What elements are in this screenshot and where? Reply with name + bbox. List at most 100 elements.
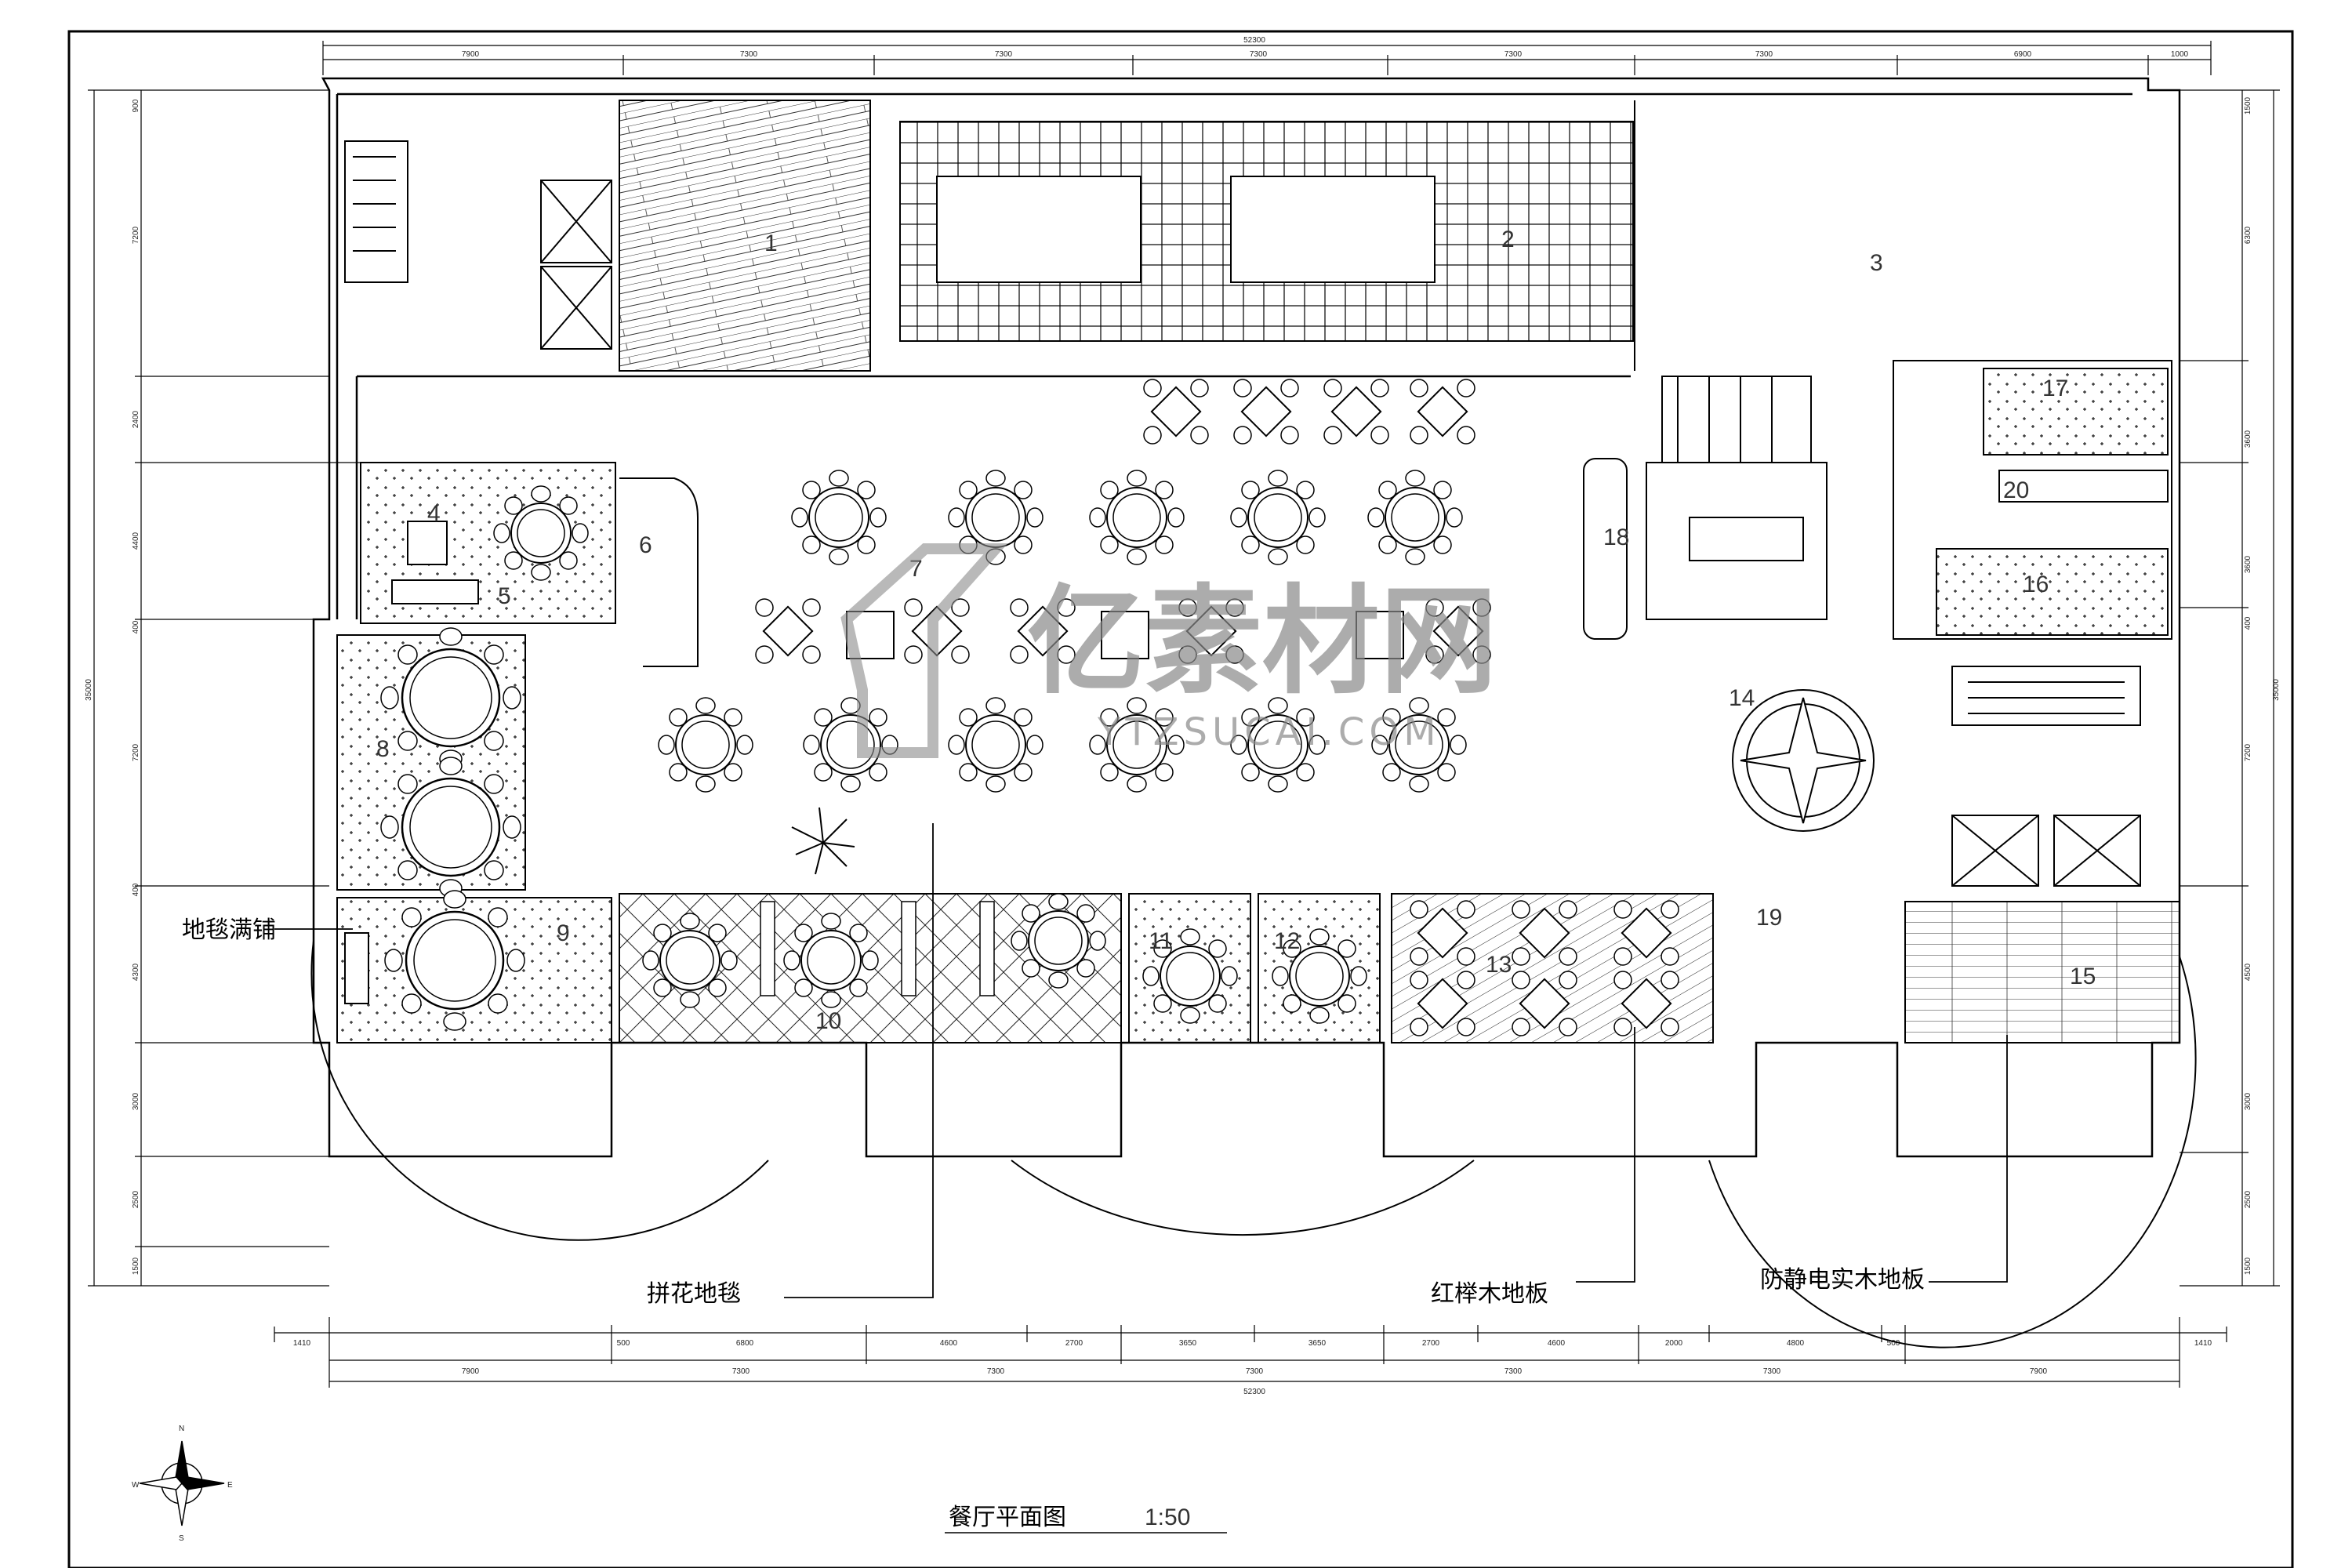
- room-number-8: 8: [376, 736, 390, 762]
- svg-text:4600: 4600: [940, 1339, 958, 1348]
- room-number-9: 9: [557, 920, 570, 946]
- svg-text:7900: 7900: [462, 50, 480, 59]
- svg-text:6900: 6900: [2014, 50, 2032, 59]
- central-stair: [1583, 376, 1828, 640]
- svg-text:2700: 2700: [1065, 1339, 1083, 1348]
- watermark-logo-icon: [840, 543, 1008, 758]
- bottom-dimension-text: 1410 500 6800 4600 2700 3650 3650 2700 4…: [293, 1339, 2212, 1396]
- svg-text:400: 400: [132, 620, 140, 633]
- svg-text:6800: 6800: [736, 1339, 754, 1348]
- svg-text:7300: 7300: [1763, 1367, 1781, 1376]
- svg-text:7300: 7300: [1246, 1367, 1264, 1376]
- svg-text:2000: 2000: [1665, 1339, 1683, 1348]
- compass-s: S: [179, 1534, 184, 1543]
- svg-text:2700: 2700: [1422, 1339, 1440, 1348]
- svg-text:7300: 7300: [740, 50, 758, 59]
- room-number-4: 4: [427, 501, 441, 527]
- svg-text:7300: 7300: [1504, 1367, 1523, 1376]
- watermark-main: 亿素材网: [1027, 574, 1497, 710]
- dim-total-top: 52300: [1243, 36, 1265, 45]
- svg-text:500: 500: [617, 1339, 630, 1348]
- svg-text:2400: 2400: [132, 410, 140, 428]
- room-number-17: 17: [2042, 376, 2068, 401]
- svg-text:52300: 52300: [1243, 1388, 1265, 1396]
- svg-text:1500: 1500: [2244, 96, 2252, 114]
- svg-text:7900: 7900: [462, 1367, 480, 1376]
- svg-text:3650: 3650: [1308, 1339, 1327, 1348]
- label-carpet-full: 地毯满铺: [182, 916, 276, 944]
- svg-text:7300: 7300: [732, 1367, 750, 1376]
- left-dimension-text: 900 7200 2400 4400 400 7200 400 4300 300…: [85, 99, 140, 1275]
- svg-text:6300: 6300: [2244, 226, 2252, 244]
- room-number-19: 19: [1756, 905, 1782, 931]
- svg-text:4800: 4800: [1787, 1339, 1805, 1348]
- svg-text:400: 400: [132, 883, 140, 896]
- room-number-12: 12: [1274, 928, 1300, 954]
- north-arrow-icon: [139, 1440, 225, 1526]
- svg-text:35000: 35000: [2272, 679, 2281, 701]
- right-dimensions: [2180, 89, 2280, 1287]
- room-numbers: 1 2 3 4 5 6 7 8 9 10 11 12 13 14 15 16 1…: [376, 227, 2096, 1034]
- exterior-arcs: [310, 940, 2197, 1348]
- svg-text:900: 900: [132, 99, 140, 112]
- svg-text:500: 500: [1887, 1339, 1900, 1348]
- svg-text:3000: 3000: [2244, 1092, 2252, 1110]
- watermark-sub: YTZSUCAI.COM: [1097, 710, 1441, 754]
- leader-lines: [274, 823, 2008, 1298]
- top-dimensions: [322, 41, 2212, 75]
- room-number-20: 20: [2003, 477, 2029, 503]
- svg-text:7200: 7200: [132, 226, 140, 244]
- svg-text:7200: 7200: [132, 743, 140, 761]
- compass-e: E: [227, 1481, 233, 1490]
- compass-w: W: [132, 1481, 140, 1490]
- room-number-15: 15: [2070, 964, 2096, 989]
- room-number-1: 1: [764, 230, 778, 256]
- toilet-block: [1893, 360, 2172, 887]
- bottom-dimensions: [274, 1317, 2227, 1388]
- svg-text:1000: 1000: [2171, 50, 2189, 59]
- room-number-6: 6: [639, 532, 652, 558]
- svg-text:4300: 4300: [132, 963, 140, 981]
- svg-text:2500: 2500: [132, 1190, 140, 1208]
- svg-text:3650: 3650: [1179, 1339, 1197, 1348]
- svg-text:7300: 7300: [987, 1367, 1005, 1376]
- svg-text:4500: 4500: [2244, 963, 2252, 981]
- drawing-title: 餐厅平面图: [949, 1504, 1066, 1531]
- svg-text:3000: 3000: [132, 1092, 140, 1110]
- room-number-16: 16: [2023, 572, 2049, 597]
- svg-text:35000: 35000: [85, 679, 93, 701]
- svg-text:4600: 4600: [1548, 1339, 1566, 1348]
- room-6-bar: [619, 477, 699, 667]
- svg-text:1500: 1500: [2244, 1257, 2252, 1275]
- drawing-frame: [67, 30, 2294, 1568]
- watermark: 亿素材网 YTZSUCAI.COM: [840, 543, 1497, 758]
- svg-text:3600: 3600: [2244, 555, 2252, 573]
- label-parquet-carpet: 拼花地毯: [647, 1280, 741, 1308]
- svg-text:400: 400: [2244, 616, 2252, 630]
- svg-text:7300: 7300: [995, 50, 1013, 59]
- plant-icon: [791, 807, 855, 875]
- svg-text:7200: 7200: [2244, 743, 2252, 761]
- label-beech-floor: 红榉木地板: [1431, 1280, 1548, 1308]
- room-number-5: 5: [498, 583, 511, 609]
- drawing-scale: 1:50: [1145, 1504, 1190, 1530]
- svg-text:7900: 7900: [2030, 1367, 2048, 1376]
- svg-text:1410: 1410: [293, 1339, 311, 1348]
- room-15-antistatic-floor: [1904, 901, 2180, 1044]
- label-antistatic-floor: 防静电实木地板: [1760, 1266, 1925, 1294]
- svg-text:7300: 7300: [1250, 50, 1268, 59]
- svg-text:4400: 4400: [132, 532, 140, 550]
- room-number-11: 11: [1149, 928, 1173, 954]
- compass-n: N: [179, 1425, 184, 1433]
- room-number-14: 14: [1729, 685, 1755, 711]
- right-dimension-text: 1500 6300 3600 3600 400 7200 4500 3000 2…: [2244, 96, 2281, 1275]
- top-dimension-text: 52300 7900 7300 7300 7300 7300 7300 6900…: [462, 36, 2189, 59]
- svg-text:7300: 7300: [1755, 50, 1773, 59]
- room-number-13: 13: [1486, 952, 1512, 978]
- room-number-2: 2: [1501, 227, 1515, 252]
- svg-text:1410: 1410: [2194, 1339, 2212, 1348]
- svg-text:3600: 3600: [2244, 430, 2252, 448]
- stair-core: [344, 140, 612, 350]
- svg-text:1500: 1500: [132, 1257, 140, 1275]
